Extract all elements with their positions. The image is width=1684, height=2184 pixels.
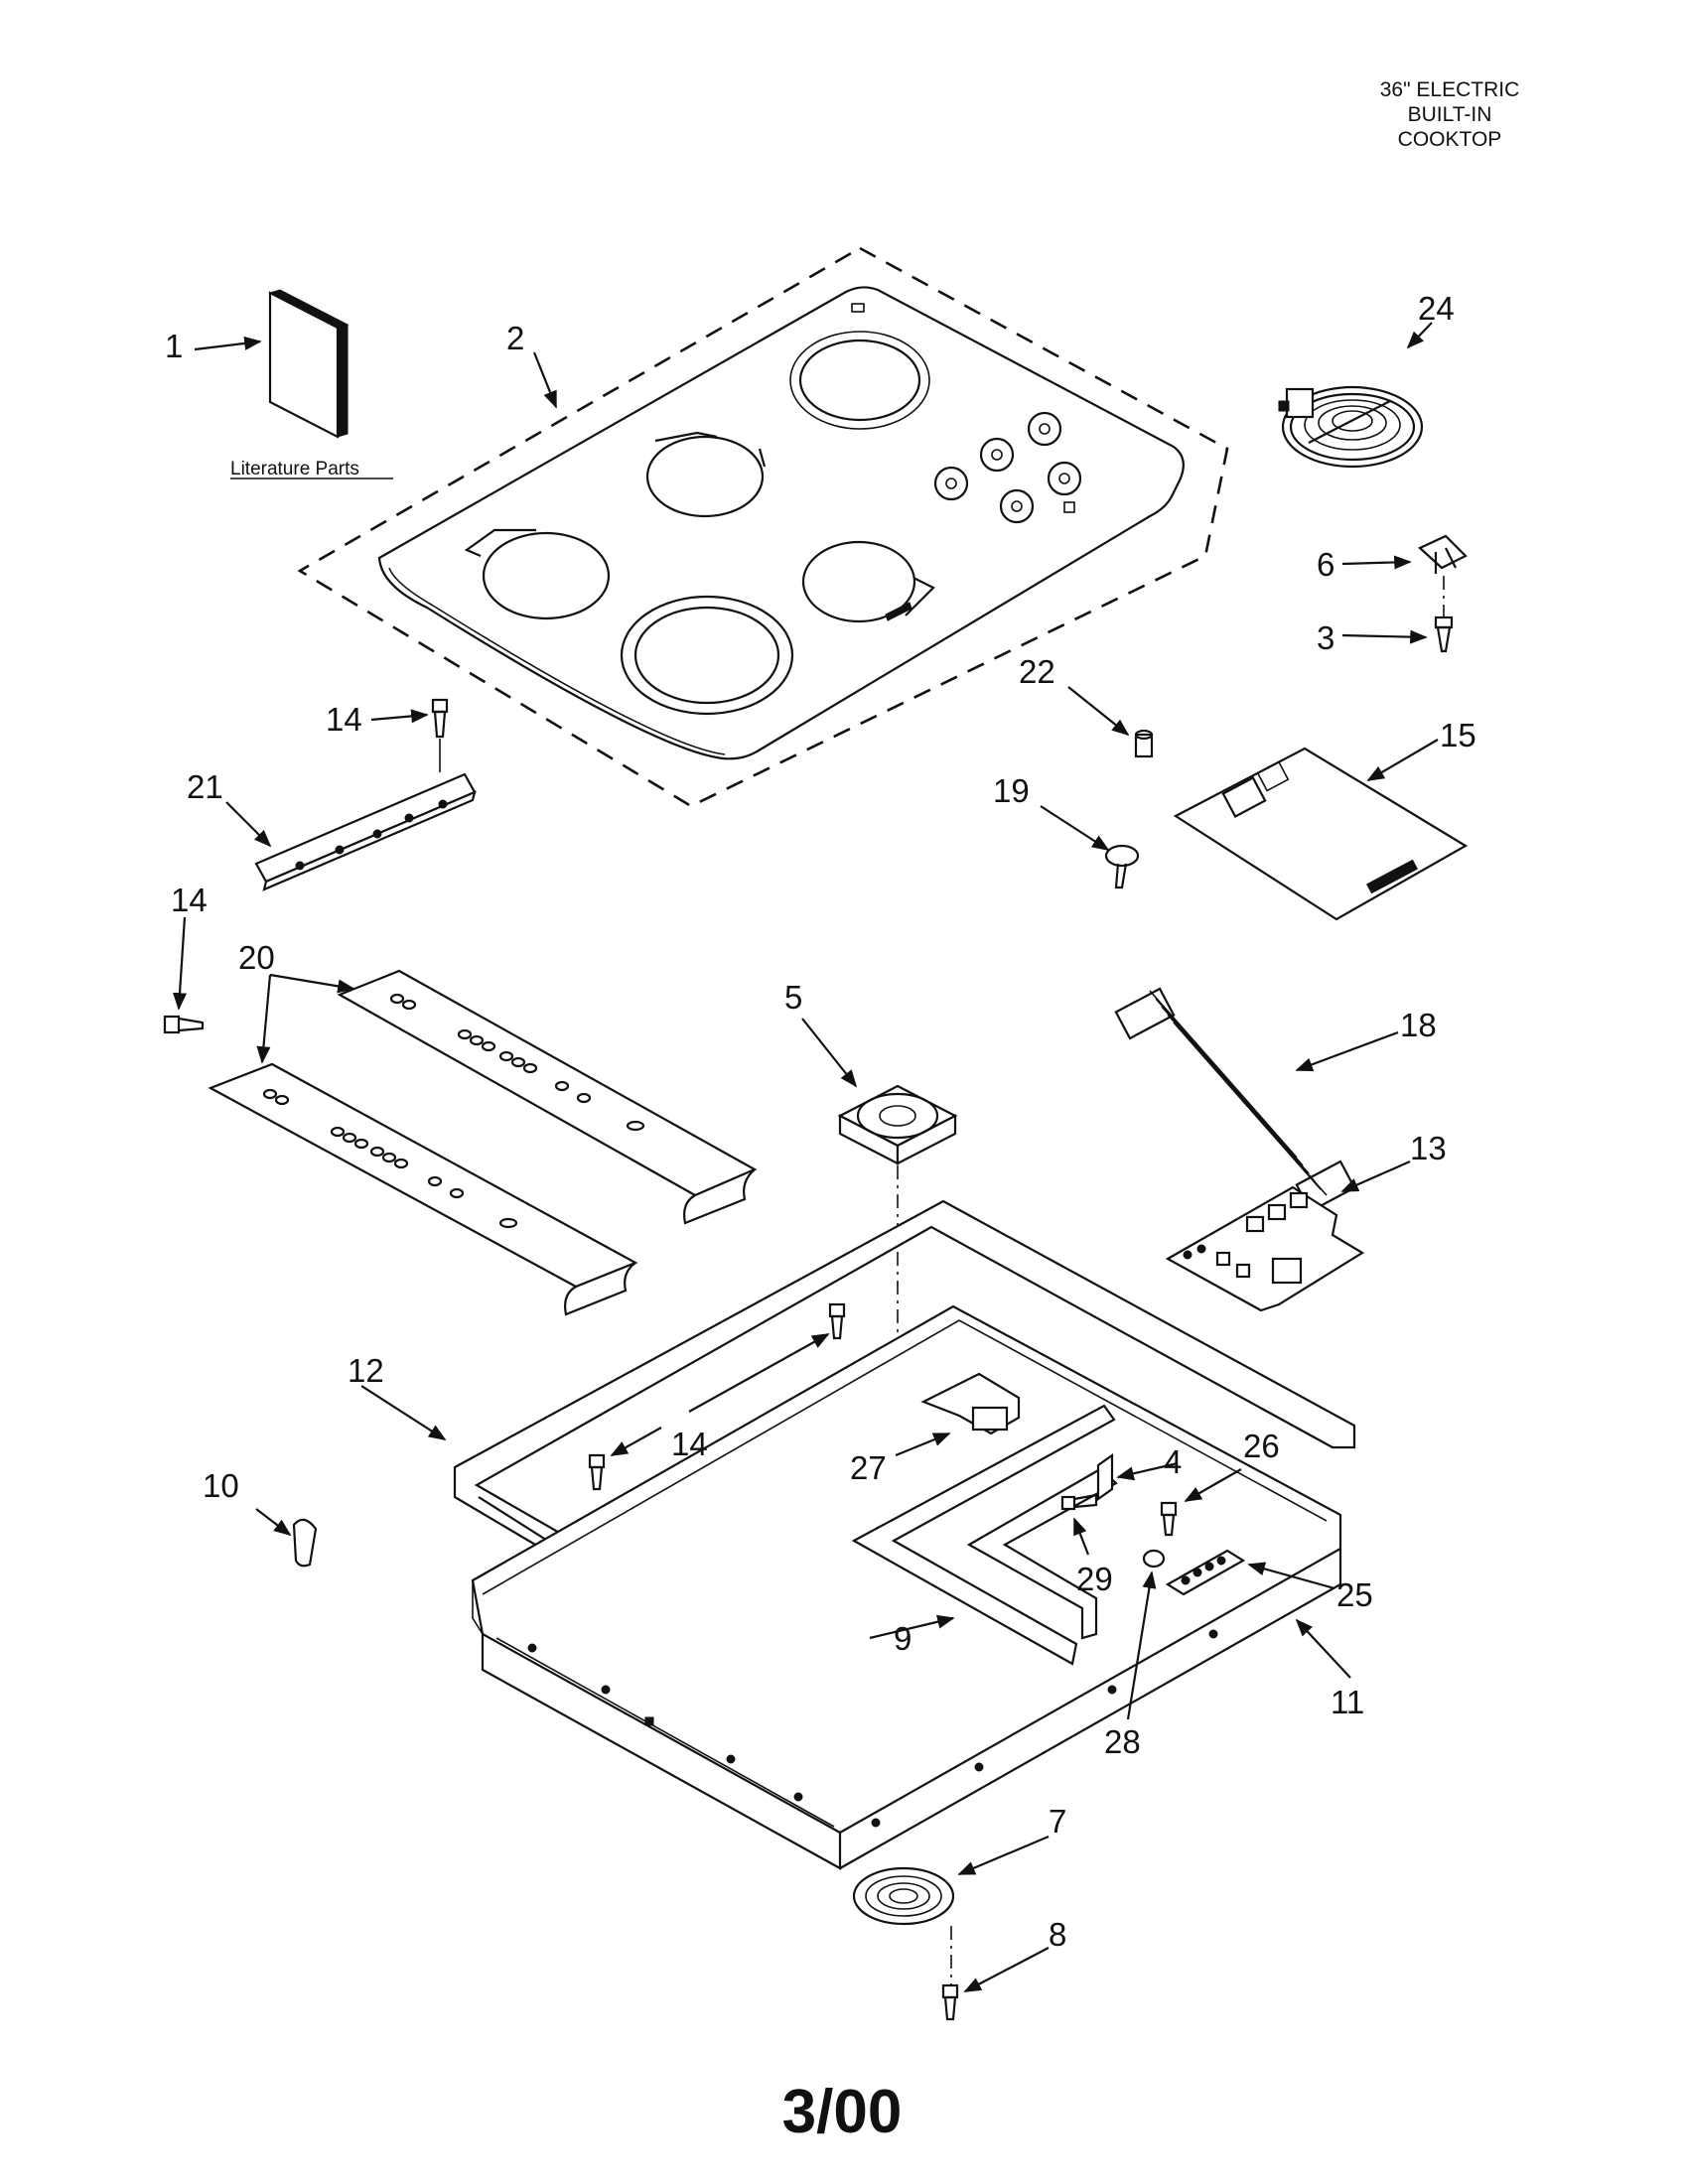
callout-11: 11 [1331, 1684, 1364, 1720]
callout-7: 7 [1049, 1803, 1066, 1840]
wire-clip [255, 1508, 318, 1568]
push-rivet [1040, 805, 1140, 889]
callout-1: 1 [165, 328, 183, 364]
callout-13: 13 [1410, 1130, 1447, 1166]
wire-harness [1114, 987, 1399, 1213]
callout-18: 18 [1400, 1007, 1437, 1043]
callout-4: 4 [1164, 1443, 1182, 1480]
relay-board [1165, 1160, 1411, 1312]
literature-label: Literature Parts [230, 459, 359, 479]
side-rails [163, 916, 758, 1316]
callout-19: 19 [993, 772, 1030, 809]
model-title-line-2: BUILT-IN [1407, 103, 1492, 126]
literature-booklet [194, 289, 393, 479]
callout-2: 2 [506, 320, 524, 356]
callout-labels: 1 Literature Parts 2 24 6 3 22 15 19 14 … [165, 290, 1476, 1953]
callout-12: 12 [348, 1352, 384, 1389]
callout-10: 10 [203, 1467, 239, 1504]
radiant-element [1278, 322, 1433, 469]
clip-and-screw [1341, 534, 1468, 653]
callout-14-c: 14 [671, 1426, 708, 1462]
callout-6: 6 [1317, 546, 1334, 583]
interior-components [588, 1302, 1335, 1720]
callout-22: 22 [1019, 653, 1055, 690]
callout-3: 3 [1317, 619, 1334, 656]
standoff [1067, 686, 1154, 758]
callout-15: 15 [1440, 717, 1476, 753]
callout-5: 5 [784, 979, 802, 1016]
callout-14-b: 14 [171, 882, 208, 918]
callout-21: 21 [187, 768, 223, 805]
bracket-and-screw [225, 698, 477, 891]
callout-29: 29 [1076, 1561, 1113, 1597]
glass-cooktop [297, 246, 1229, 808]
callout-8: 8 [1049, 1916, 1066, 1953]
callout-24: 24 [1418, 290, 1455, 327]
callout-28: 28 [1104, 1723, 1141, 1760]
cooling-fan [801, 1018, 958, 1523]
control-board [1173, 739, 1469, 921]
callout-25: 25 [1336, 1576, 1373, 1613]
model-title-line-1: 36" ELECTRIC [1379, 78, 1520, 101]
callout-9: 9 [894, 1620, 912, 1657]
model-title: 36" ELECTRIC BUILT-IN COOKTOP [1331, 77, 1569, 152]
callout-26: 26 [1243, 1428, 1280, 1464]
callout-14-a: 14 [326, 701, 362, 738]
callout-27: 27 [850, 1449, 887, 1486]
control-icons [851, 303, 1082, 621]
model-title-line-3: COOKTOP [1397, 128, 1502, 151]
fan-grille-and-screw [852, 1835, 1050, 2021]
callout-20: 20 [238, 939, 275, 976]
rail-slots [262, 993, 645, 1229]
date-footer: 3/00 [781, 2078, 903, 2146]
burner-rings [464, 331, 935, 716]
